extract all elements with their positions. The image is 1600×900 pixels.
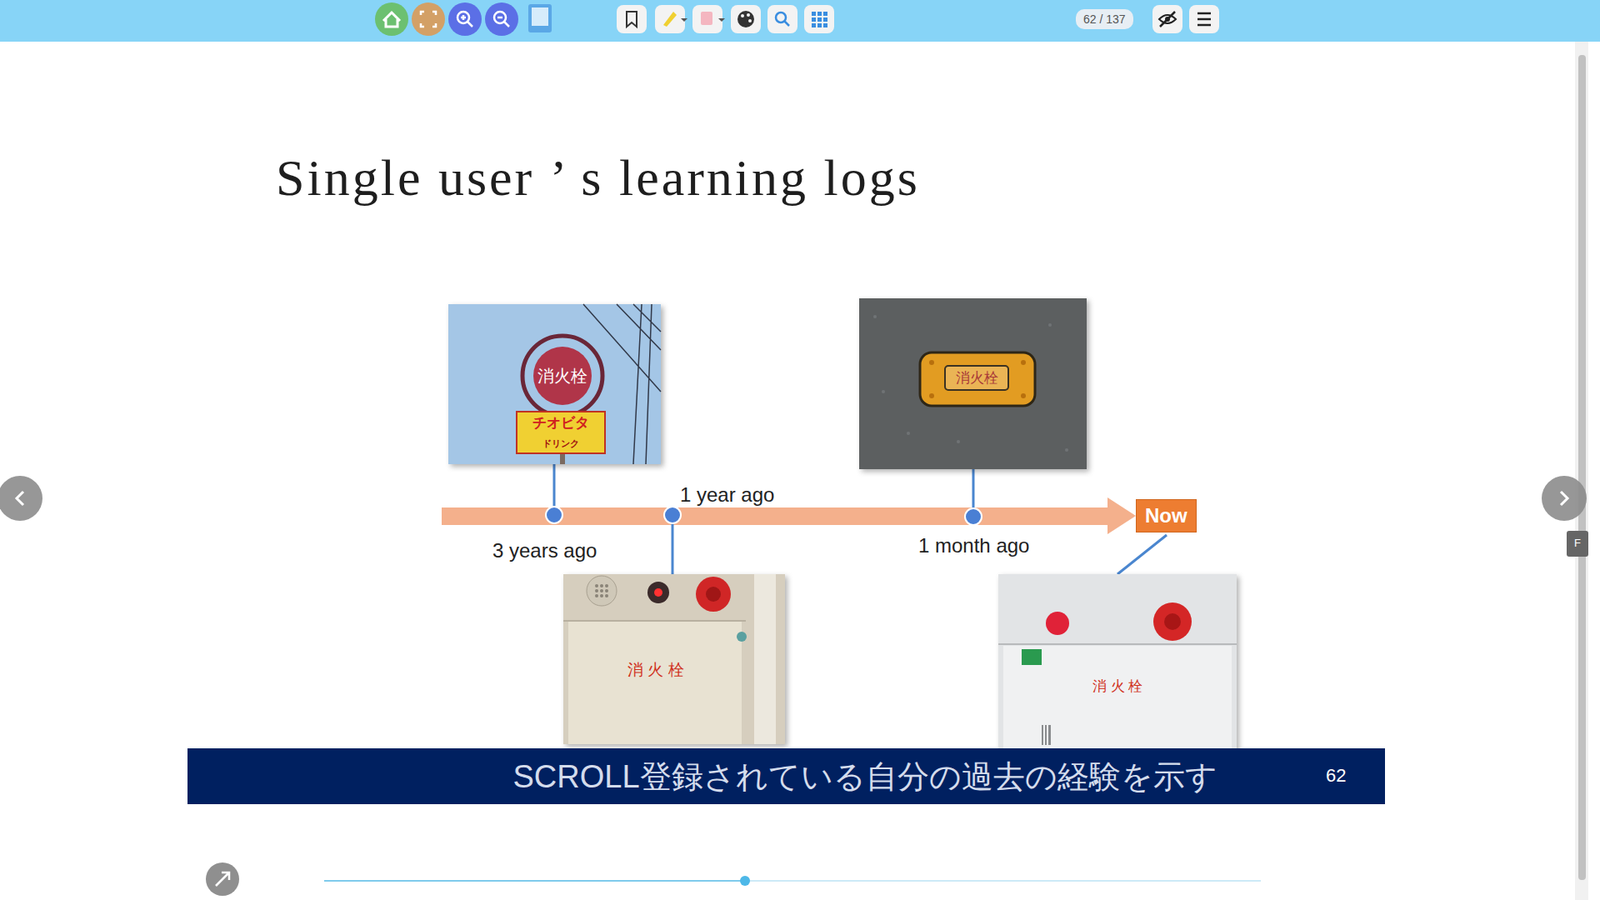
side-tab — [1566, 530, 1589, 557]
viewer-toolbar — [0, 0, 1600, 42]
caption-text: SCROLL登録されている自分の過去の経験を示す — [512, 755, 1217, 799]
photo-hydrant-sign — [448, 304, 661, 465]
time-label: 3 years ago — [492, 539, 597, 563]
tab-letter: F — [1574, 537, 1581, 550]
slide-number: 62 — [1325, 765, 1346, 787]
photo-text: 消火栓 — [537, 366, 588, 386]
node-text: 62 / 137 — [1083, 12, 1126, 26]
page-counter: 62 / 137 — [1075, 9, 1134, 30]
now-box: Now — [1135, 499, 1197, 533]
leader-lines — [554, 464, 1167, 575]
photo-indoor-cabinet — [563, 574, 785, 745]
time-label: 1 year ago — [680, 483, 775, 507]
page-slider — [205, 862, 1261, 896]
photo-text: ドリンク — [542, 438, 580, 450]
photo-manhole — [859, 298, 1087, 470]
time-label: 1 month ago — [918, 534, 1030, 558]
photo-text: 消 火 栓 — [627, 660, 685, 680]
timeline-dots — [545, 506, 982, 525]
node-text: Now — [1145, 504, 1188, 528]
slide-title: Single user ’ s learning logs — [275, 148, 920, 208]
photo-text: 消火栓 — [955, 370, 999, 387]
photo-text: チオビタ — [532, 415, 590, 432]
photo-text: 消 火 栓 — [1092, 678, 1143, 695]
photo-current-cabinet — [998, 574, 1237, 754]
timeline-arrow — [441, 497, 1136, 535]
caption-band: SCROLL登録されている自分の過去の経験を示す 62 — [187, 748, 1385, 805]
scrollbar — [1575, 41, 1589, 900]
